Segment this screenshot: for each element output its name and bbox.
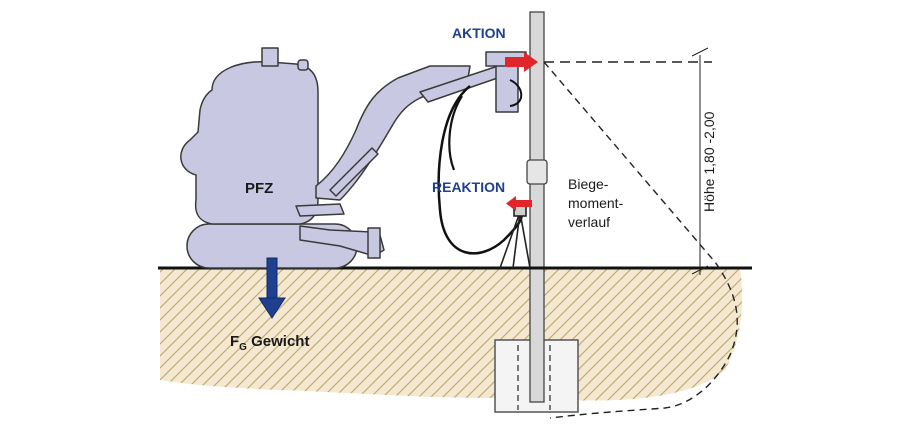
- weight-text: Gewicht: [251, 333, 309, 350]
- excavator-knob: [297, 59, 309, 71]
- pole-joint: [526, 159, 548, 185]
- pole: [529, 11, 545, 403]
- moment-label-line1: Biege-: [568, 176, 609, 192]
- hydraulic-hose-3: [509, 79, 523, 107]
- machine-label: PFZ: [245, 180, 273, 197]
- excavator-pfz: [180, 47, 527, 269]
- hydraulic-hose: [437, 85, 524, 255]
- excavator-step: [295, 203, 345, 217]
- height-label: Höhe 1,80 -2,00: [701, 111, 717, 212]
- hydraulic-hose-2: [448, 95, 463, 171]
- moment-label-line2: moment-: [568, 195, 624, 211]
- height-dim-tick-bottom: [691, 265, 709, 275]
- reaction-arrow: [506, 196, 532, 211]
- excavator-body: [180, 61, 319, 225]
- height-dim-tick-top: [691, 47, 709, 57]
- moment-label-line3: verlauf: [568, 214, 610, 230]
- weight-label: FG Gewicht: [230, 333, 309, 353]
- reaction-label: REAKTION: [432, 179, 505, 195]
- action-arrow: [505, 52, 538, 72]
- excavator-blade: [299, 225, 385, 257]
- weight-arrow: [258, 257, 286, 319]
- weight-symbol: F: [230, 333, 239, 350]
- excavator-blade-tip: [367, 227, 381, 259]
- reaction-tripod: [499, 205, 531, 269]
- excavator-cylinder: [329, 147, 379, 197]
- soil-area: [160, 268, 743, 410]
- excavator-exhaust: [261, 47, 279, 67]
- weight-subscript: G: [239, 342, 247, 353]
- bending-moment-curve: [543, 61, 738, 419]
- action-label: AKTION: [452, 25, 506, 41]
